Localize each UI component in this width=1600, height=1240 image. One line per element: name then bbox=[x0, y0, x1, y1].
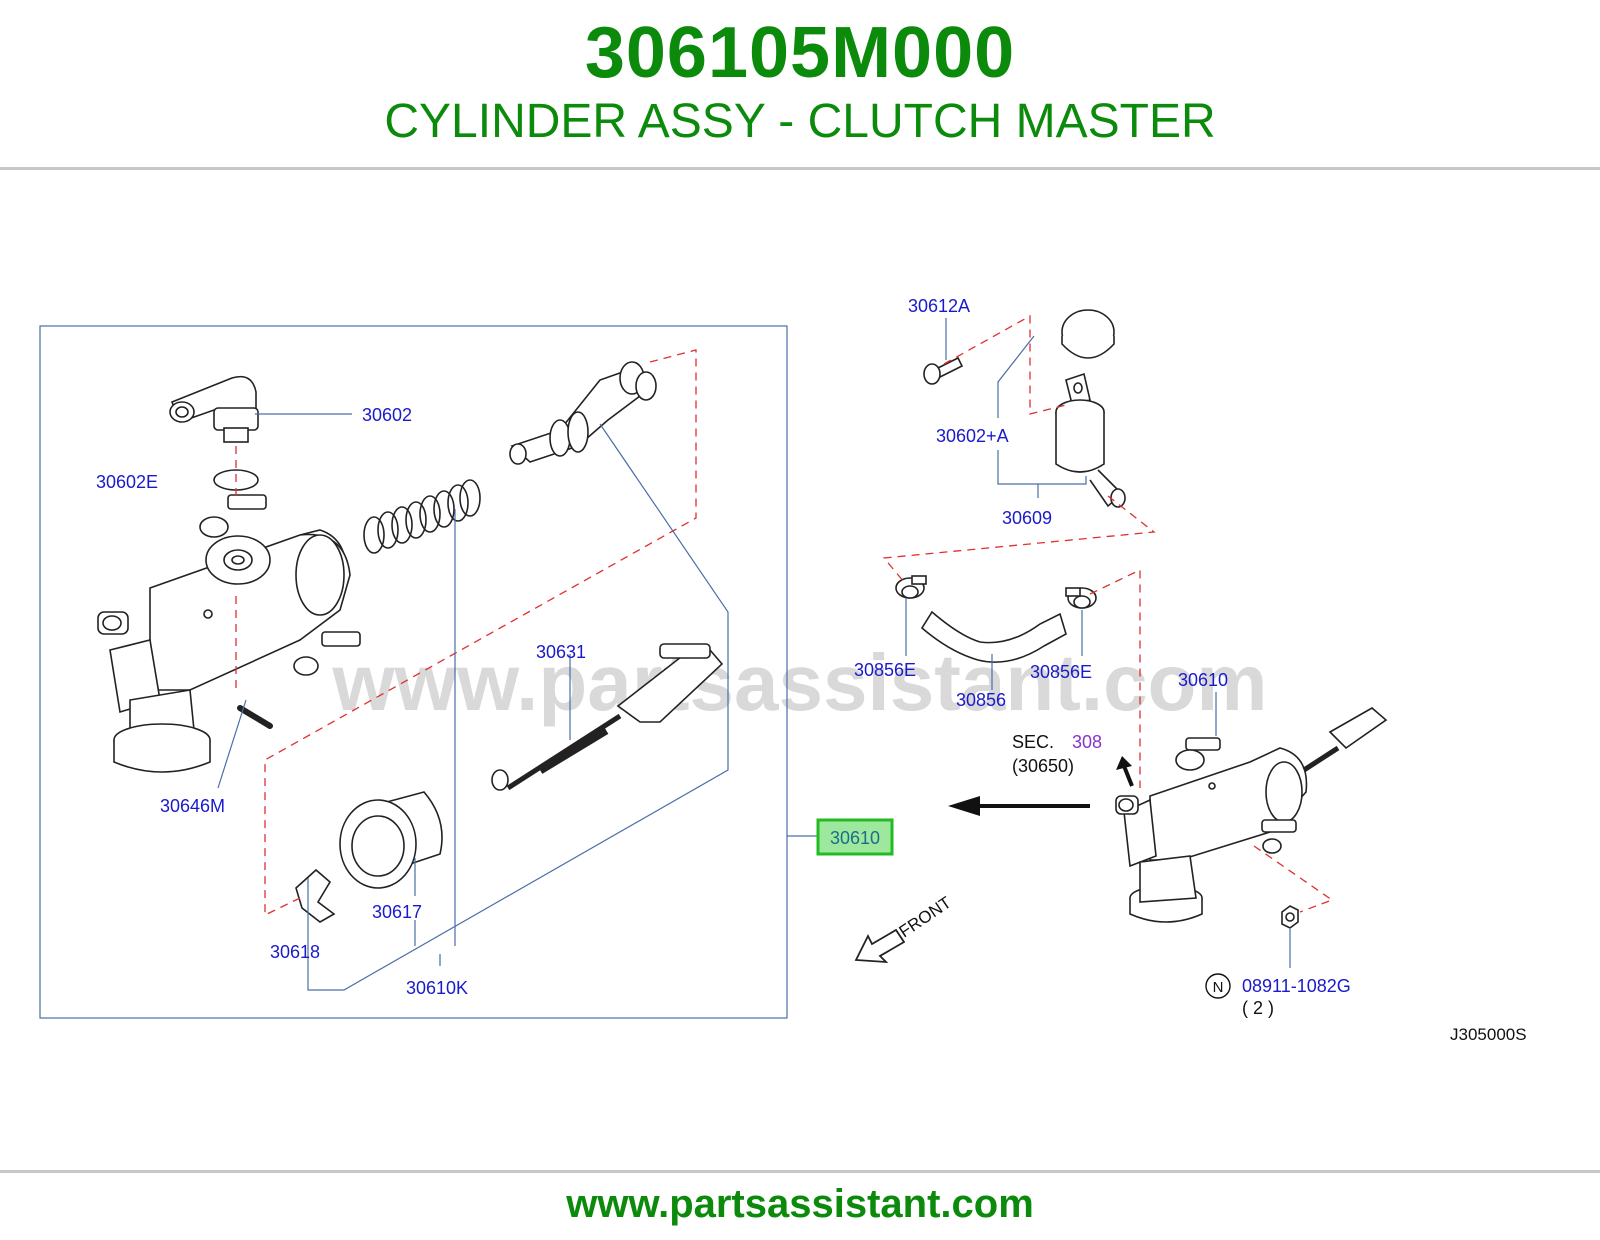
spring-part bbox=[363, 479, 481, 554]
callout-30631[interactable]: 30631 bbox=[536, 642, 586, 662]
nut-part bbox=[1281, 905, 1299, 929]
sec-number-link[interactable]: 308 bbox=[1072, 732, 1102, 752]
callout-08911-1082g[interactable]: 08911-1082G bbox=[1242, 976, 1351, 996]
front-arrow-icon bbox=[854, 928, 906, 964]
leader-lines-right bbox=[905, 318, 1291, 968]
callout-30618[interactable]: 30618 bbox=[270, 942, 320, 962]
assembled-cylinder-part bbox=[1115, 707, 1388, 923]
kit-frame bbox=[39, 325, 788, 1019]
sec-arrow bbox=[1116, 756, 1134, 787]
push-rod-part bbox=[491, 643, 724, 791]
callout-30612a[interactable]: 30612A bbox=[908, 296, 970, 316]
callout-30646m[interactable]: 30646M bbox=[160, 796, 225, 816]
callout-30610k[interactable]: 30610K bbox=[406, 978, 468, 998]
callout-30610-right[interactable]: 30610 bbox=[1178, 670, 1228, 690]
callout-30856e-right[interactable]: 30856E bbox=[1030, 662, 1092, 682]
callout-30602-plus-a[interactable]: 30602+A bbox=[936, 426, 1009, 446]
watermark: www.partsassistant.com bbox=[331, 638, 1267, 727]
direction-arrow bbox=[948, 796, 1090, 816]
part-title: CYLINDER ASSY - CLUTCH MASTER bbox=[384, 95, 1216, 148]
callout-30856[interactable]: 30856 bbox=[956, 690, 1006, 710]
piston-part bbox=[509, 361, 657, 465]
page-header: 306105M000 CYLINDER ASSY - CLUTCH MASTER bbox=[0, 0, 1600, 168]
quantity-label: ( 2 ) bbox=[1242, 998, 1274, 1018]
new-part-symbol bbox=[1205, 973, 1231, 999]
callout-30617[interactable]: 30617 bbox=[372, 902, 422, 922]
pin-part bbox=[237, 705, 273, 729]
clip-part bbox=[295, 868, 336, 923]
parts-diagram: www.partsassistant.com bbox=[0, 170, 1600, 1170]
figure-code: J305000S bbox=[1450, 1025, 1527, 1044]
hose-clip-left-part bbox=[895, 575, 927, 599]
elbow-fitting-part bbox=[169, 375, 259, 443]
sec-ref: (30650) bbox=[1012, 756, 1074, 776]
footer-url[interactable]: www.partsassistant.com bbox=[566, 1182, 1034, 1226]
new-part-symbol-label: N bbox=[1213, 979, 1224, 996]
parts-diagram-svg: www.partsassistant.com bbox=[39, 296, 1527, 1044]
boot-part bbox=[339, 791, 443, 889]
callout-30602[interactable]: 30602 bbox=[362, 405, 412, 425]
callout-30610-highlight[interactable]: 30610 bbox=[830, 828, 880, 848]
hose-clip-right-part bbox=[1065, 587, 1097, 609]
sec-label: SEC. bbox=[1012, 732, 1054, 752]
callout-30602e[interactable]: 30602E bbox=[96, 472, 158, 492]
header-divider bbox=[0, 167, 1600, 170]
callout-30609[interactable]: 30609 bbox=[1002, 508, 1052, 528]
highlighted-part-box[interactable] bbox=[816, 818, 894, 856]
leader-lines-left bbox=[217, 413, 820, 991]
reservoir-tank-part bbox=[1055, 372, 1126, 508]
part-number: 306105M000 bbox=[584, 13, 1016, 93]
footer-divider bbox=[0, 1170, 1600, 1173]
reservoir-cap-part bbox=[1061, 309, 1115, 359]
reservoir-bolt-part bbox=[923, 356, 964, 385]
front-label: FRONT bbox=[896, 893, 955, 941]
alignment-dashes-left bbox=[235, 349, 697, 917]
cylinder-body-part bbox=[97, 494, 361, 773]
alignment-dashes-right bbox=[882, 314, 1334, 913]
callout-30856e-left[interactable]: 30856E bbox=[854, 660, 916, 680]
hose-part bbox=[920, 610, 1067, 663]
